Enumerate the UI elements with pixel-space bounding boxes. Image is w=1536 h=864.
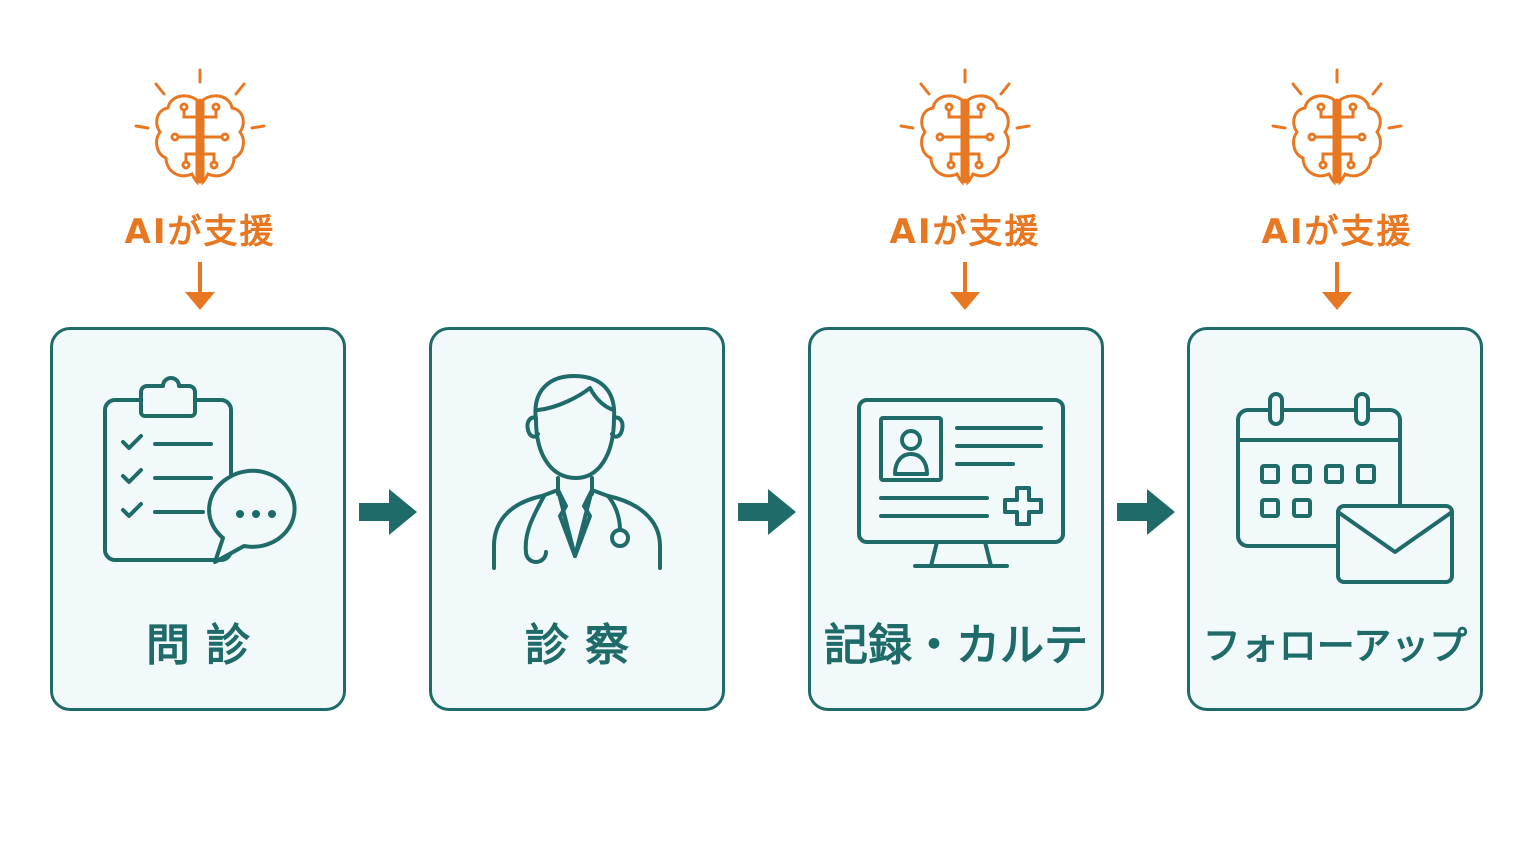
ai-support-record: AIが支援 bbox=[865, 62, 1065, 317]
ai-support-followup: AIが支援 bbox=[1237, 62, 1437, 317]
doctor-icon bbox=[492, 374, 662, 570]
stage-label: 問診 bbox=[146, 620, 266, 671]
ai-support-label: AIが支援 bbox=[1261, 212, 1413, 252]
stage-record: 記録・カルテ bbox=[808, 327, 1104, 711]
down-arrow-icon bbox=[950, 262, 980, 310]
ai-support-label: AIが支援 bbox=[124, 212, 276, 252]
brain-circuit-icon bbox=[1271, 68, 1403, 186]
ai-support-interview: AIが支援 bbox=[100, 62, 300, 317]
stage-label: 記録・カルテ bbox=[824, 620, 1088, 671]
stage-followup: フォローアップ bbox=[1187, 327, 1483, 711]
stage-label: フォローアップ bbox=[1202, 624, 1468, 668]
clipboard-chat-icon bbox=[103, 376, 297, 564]
monitor-record-icon bbox=[857, 398, 1065, 568]
right-arrow-icon bbox=[359, 489, 417, 535]
down-arrow-icon bbox=[185, 262, 215, 310]
brain-circuit-icon bbox=[134, 68, 266, 186]
right-arrow-icon bbox=[738, 489, 796, 535]
stage-interview: 問診 bbox=[50, 327, 346, 711]
right-arrow-icon bbox=[1117, 489, 1175, 535]
calendar-mail-icon bbox=[1236, 392, 1454, 584]
down-arrow-icon bbox=[1322, 262, 1352, 310]
stage-examination: 診察 bbox=[429, 327, 725, 711]
brain-circuit-icon bbox=[899, 68, 1031, 186]
ai-support-label: AIが支援 bbox=[889, 212, 1041, 252]
stage-label: 診察 bbox=[525, 620, 645, 671]
